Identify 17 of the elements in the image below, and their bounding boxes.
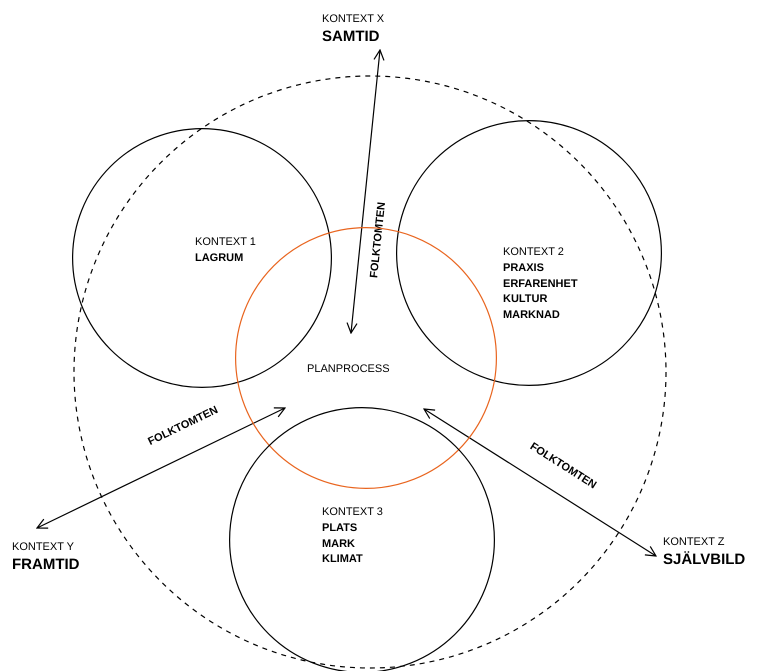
double-arrow bbox=[36, 407, 286, 529]
context-label: KONTEXT X bbox=[322, 12, 384, 27]
context-label: KONTEXT Y bbox=[12, 540, 74, 555]
process-label: PLANPROCESS bbox=[307, 362, 390, 377]
context-title: SJÄLVBILD bbox=[663, 551, 746, 569]
keyword-list: LAGRUM bbox=[195, 251, 244, 266]
double-arrow bbox=[346, 49, 385, 334]
context-heading: KONTEXT 3 bbox=[322, 505, 383, 520]
context-title: FRAMTID bbox=[12, 556, 80, 574]
edge-label: FOLKTOMTEN bbox=[368, 202, 388, 278]
context-label: KONTEXT Z bbox=[663, 535, 725, 550]
keyword-list: PRAXIS ERFARENHET KULTUR MARKNAD bbox=[503, 261, 578, 323]
double-arrow bbox=[423, 408, 657, 557]
keyword-list: PLATS MARK KLIMAT bbox=[322, 521, 363, 568]
context-heading: KONTEXT 1 bbox=[195, 235, 256, 250]
context-title: SAMTID bbox=[322, 28, 380, 46]
context-heading: KONTEXT 2 bbox=[503, 245, 564, 260]
